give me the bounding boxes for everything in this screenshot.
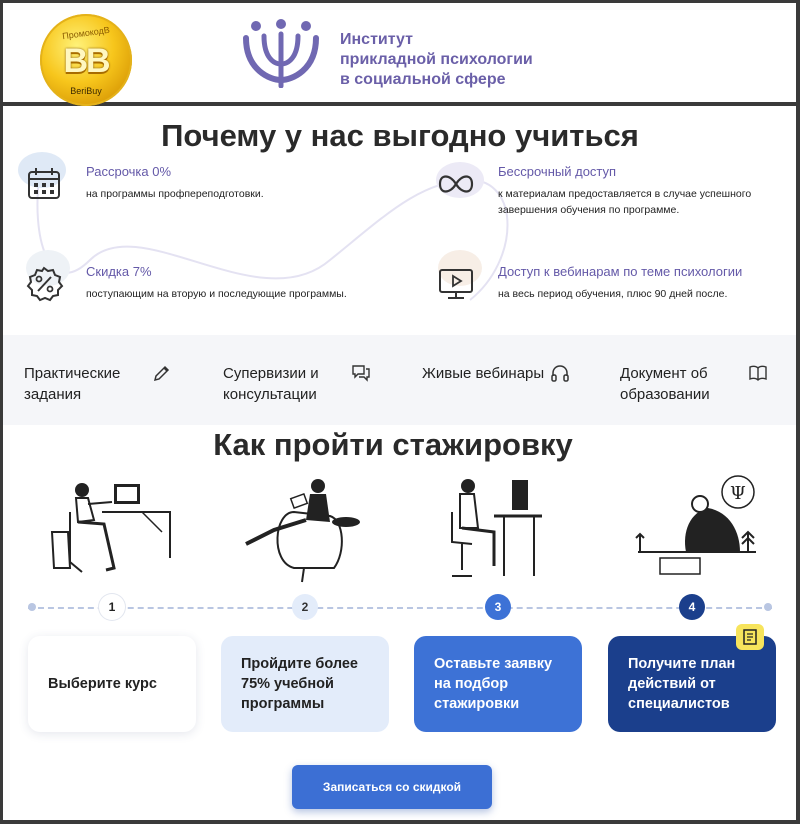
calendar-icon (28, 168, 60, 199)
person-at-desk-illustration (451, 479, 542, 577)
tile-practical: Практические задания (12, 345, 184, 413)
tile-label: Живые вебинары (422, 365, 545, 382)
institute-name-line1: Институт (340, 31, 413, 48)
benefit-title: Доступ к вебинарам по теме психологии (498, 264, 743, 279)
benefit-desc-line2: завершения обучения по программе. (498, 204, 680, 216)
tile-supervision: Супервизии и консультации (211, 345, 383, 413)
person-at-computer-illustration (50, 483, 171, 573)
benefit-desc-line1: к материалам предоставляется в случае ус… (498, 188, 752, 200)
timeline-dot (28, 603, 36, 611)
tile-label: Супервизии и консультации (223, 365, 319, 403)
tile-label: Практические задания (24, 365, 121, 403)
badge-bottom-text: BeriBuy (70, 86, 102, 96)
step-number: 3 (485, 594, 511, 620)
benefits-title: Почему у нас выгодно учиться (161, 118, 639, 153)
steps-timeline (28, 607, 772, 609)
benefit-desc: на весь период обучения, плюс 90 дней по… (498, 288, 728, 300)
timeline-dot (764, 603, 772, 611)
person-reading-illustration (245, 479, 360, 583)
headphones-icon (551, 365, 569, 382)
tile-document: Документ об образовании (608, 345, 780, 413)
tile-label: Документ об образовании (620, 365, 710, 403)
benefit-desc: поступающим на вторую и последующие прог… (86, 288, 347, 300)
site-header: ПромокодВ BB BeriBuy Институт прикладной… (0, 0, 800, 106)
infinity-icon (438, 175, 474, 193)
chat-icon (352, 365, 370, 382)
step-number: 2 (292, 594, 318, 620)
benefit-title: Скидка 7% (86, 264, 152, 279)
psychologist-illustration: Ψ (635, 475, 756, 575)
benefit-title: Рассрочка 0% (86, 164, 172, 179)
tile-webinars: Живые вебинары (410, 345, 582, 413)
promo-badge-logo: ПромокодВ BB BeriBuy (40, 14, 132, 106)
pencil-icon (153, 365, 170, 382)
percent-icon (26, 266, 64, 302)
feature-tiles: Практические задания Супервизии и консул… (0, 335, 800, 425)
badge-main-text: BB (63, 42, 110, 80)
monitor-play-icon (439, 269, 473, 299)
step-card: Оставьте заявку на подбор стажировки (414, 636, 582, 732)
step-card: Выберите курс (28, 636, 196, 732)
badge-top-text: ПромокодВ (61, 24, 111, 42)
step-number: 4 (679, 594, 705, 620)
benefit-desc: на программы профпереподготовки. (86, 188, 264, 200)
benefit-desc: к материалам предоставляется в случае ус… (498, 186, 751, 218)
institute-name-line3: в социальной сфере (340, 71, 506, 88)
step-number: 1 (99, 594, 125, 620)
book-icon (749, 365, 767, 381)
institute-logo-icon (243, 19, 319, 88)
document-sticker-icon (736, 624, 764, 650)
signup-discount-button[interactable]: Записаться со скидкой (292, 765, 492, 809)
benefit-title: Бессрочный доступ (498, 164, 617, 179)
institute-name-line2: прикладной психологии (340, 51, 533, 68)
internship-title: Как пройти стажировку (213, 427, 573, 462)
step-card: Пройдите более 75% учебной программы (221, 636, 389, 732)
step-card: Получите план действий от специалистов (608, 636, 776, 732)
svg-text:Ψ: Ψ (730, 483, 746, 504)
institute-name: Институт прикладной психологии в социаль… (340, 30, 533, 90)
